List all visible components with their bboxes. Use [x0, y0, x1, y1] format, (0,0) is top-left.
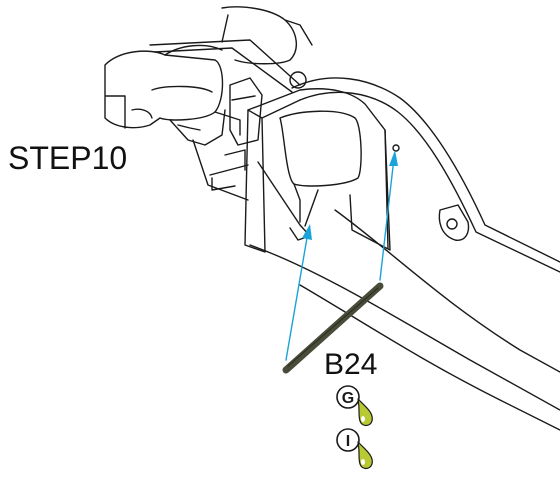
step-title: STEP10 — [8, 140, 128, 176]
glue-drop-icon — [357, 441, 373, 470]
seat-block — [257, 110, 362, 241]
arrow-head-icon — [389, 150, 398, 166]
front-body — [104, 6, 313, 201]
badge-letter: G — [342, 390, 354, 407]
bracket-hole-icon — [446, 218, 458, 230]
main-plate — [244, 88, 400, 253]
part-label: B24 — [324, 348, 378, 381]
insertion-arrows — [285, 150, 398, 361]
badge-letter: I — [346, 433, 350, 450]
badge-i: I — [336, 428, 373, 470]
badge-g: G — [336, 385, 373, 427]
mount-hole-icon — [392, 144, 400, 152]
arrow-head-icon — [302, 224, 312, 240]
right-bracket — [438, 204, 470, 241]
side-rails — [249, 77, 560, 431]
glue-drop-icon — [357, 398, 373, 427]
